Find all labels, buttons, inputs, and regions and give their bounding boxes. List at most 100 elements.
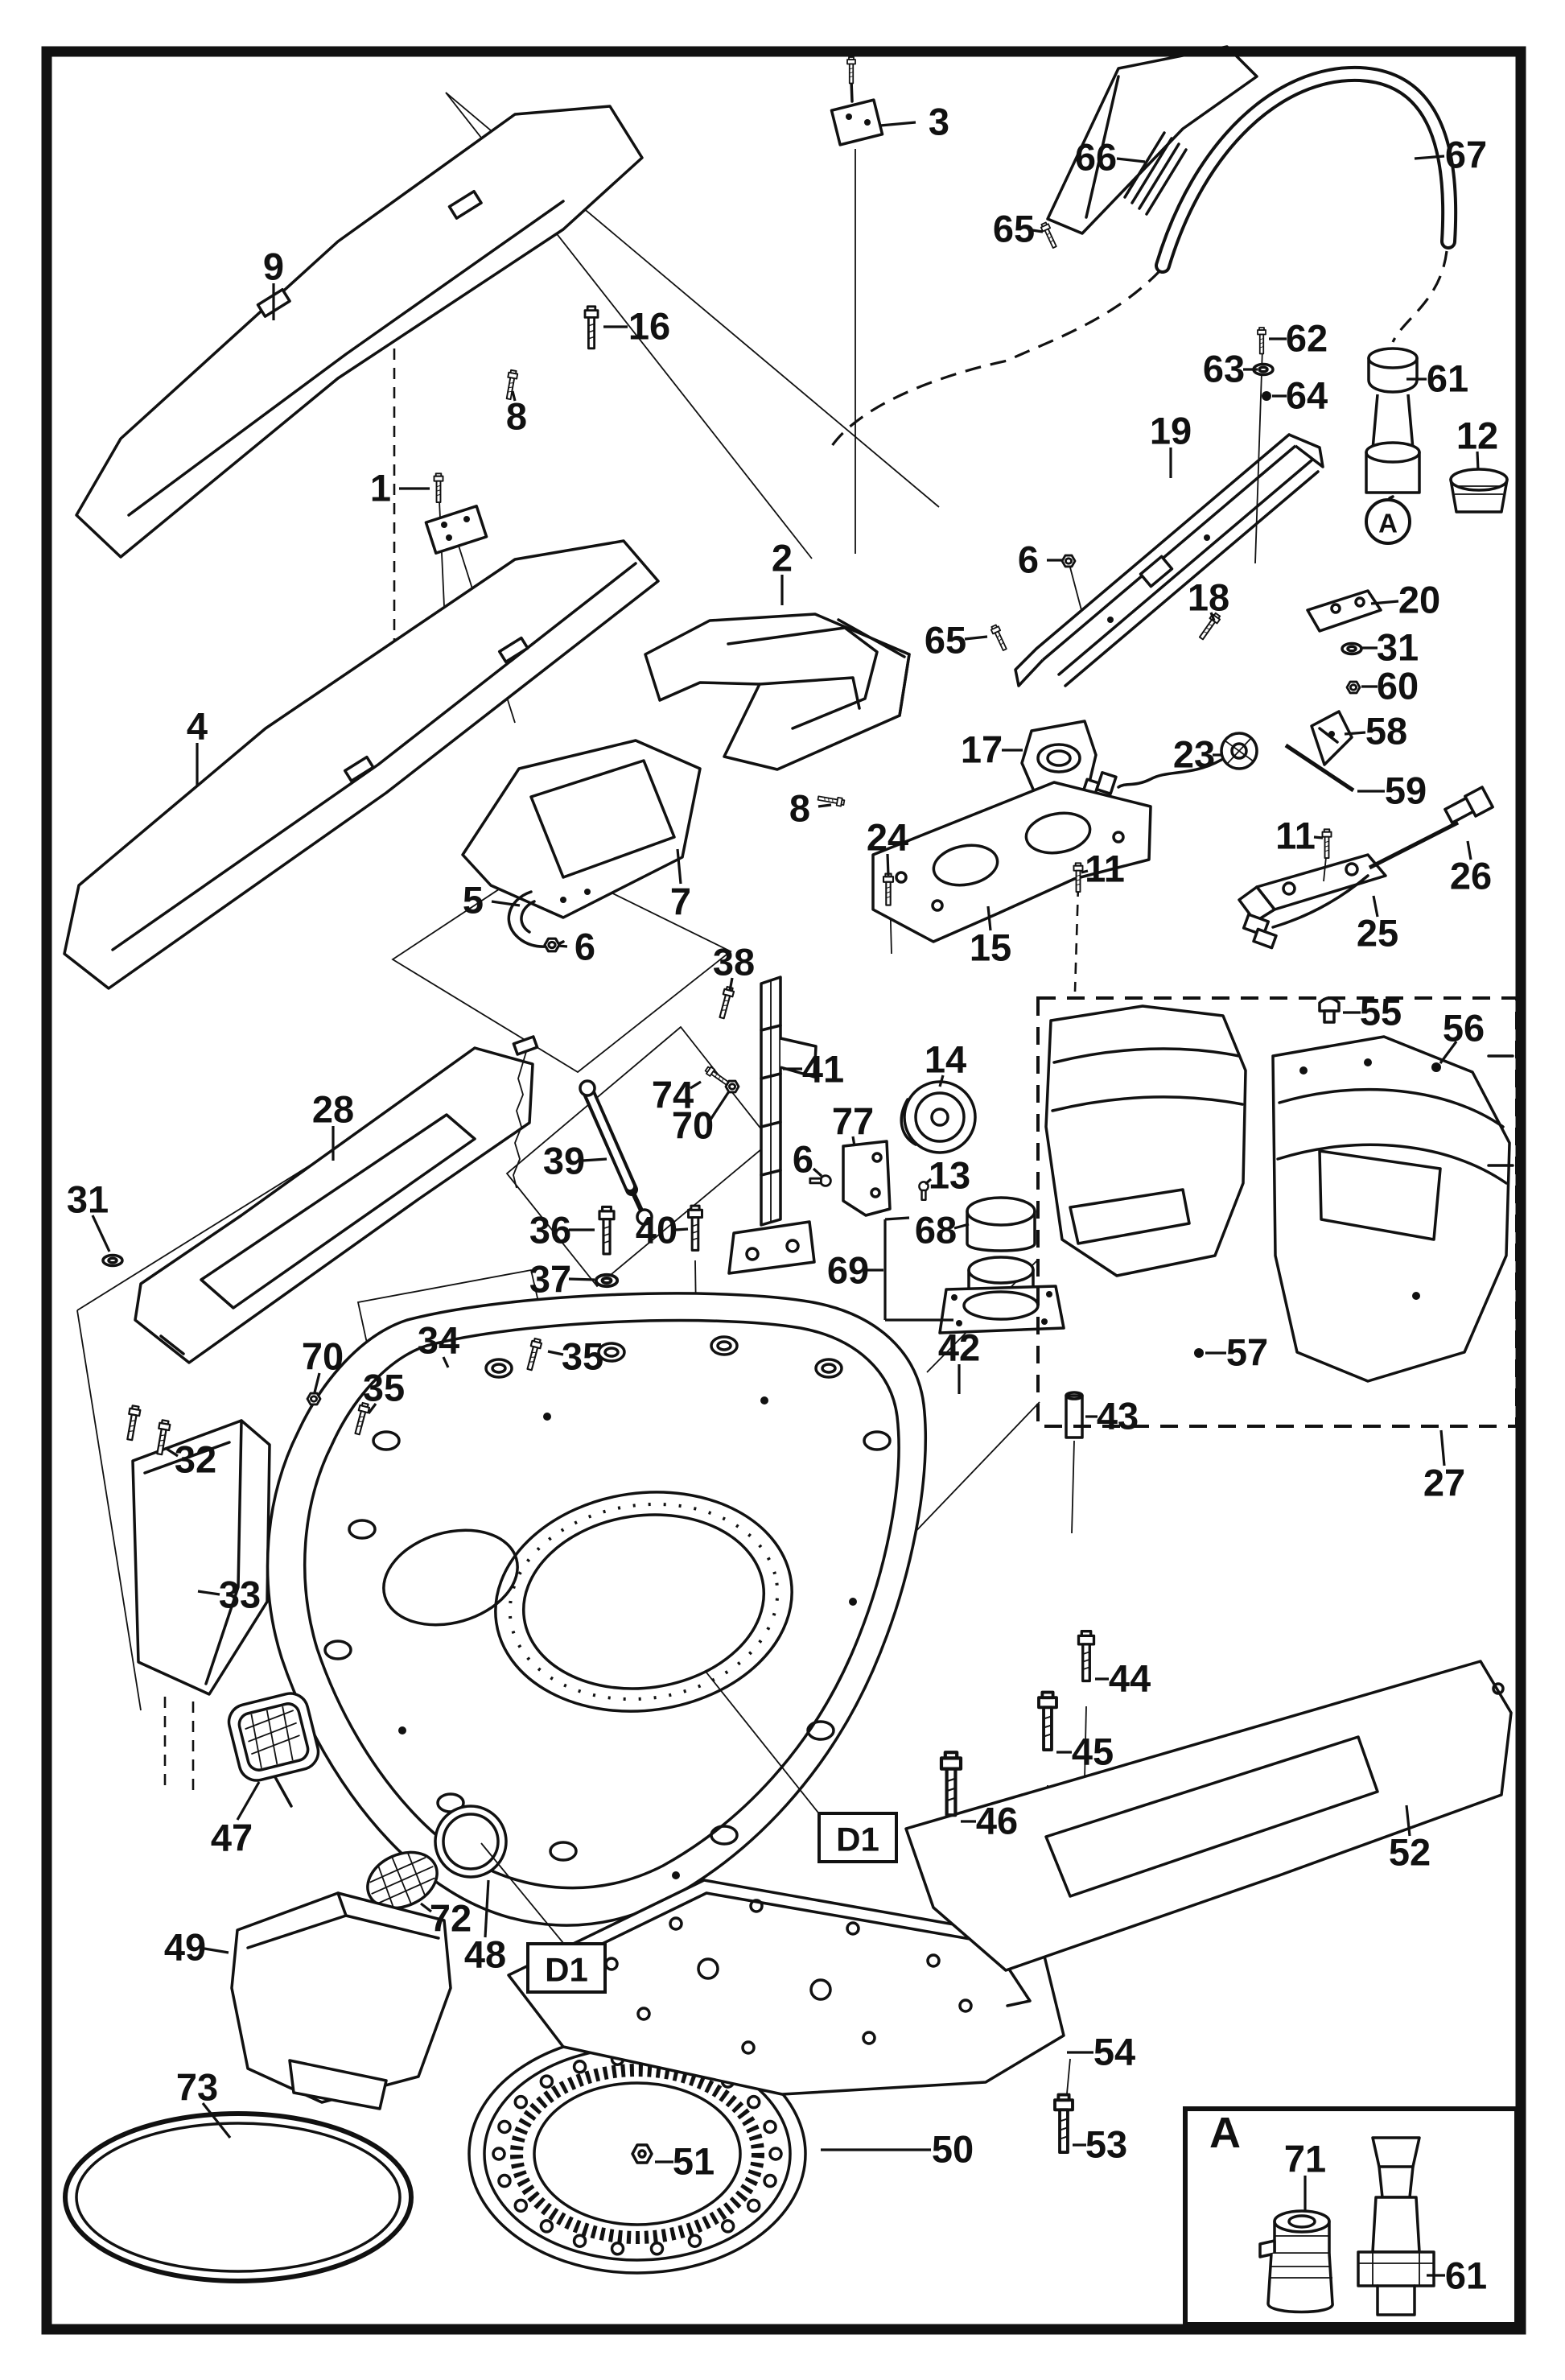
part-61-inset-antenna	[1357, 2136, 1435, 2316]
callout-label-11: 11	[1275, 815, 1316, 857]
callout-label-45: 45	[1072, 1730, 1114, 1773]
hatch-strip	[1123, 131, 1188, 216]
callout-label-42: 42	[938, 1326, 980, 1369]
callout-50: 50	[821, 2128, 974, 2171]
part-27-fender-left	[1044, 1004, 1247, 1277]
callout-label-35: 35	[562, 1335, 603, 1378]
callout-31: 31	[67, 1178, 111, 1252]
callout-label-71: 71	[1284, 2138, 1326, 2180]
callout-35: 35	[363, 1367, 405, 1414]
part-2-rear-cover	[644, 613, 911, 771]
svg-text:D1: D1	[836, 1821, 879, 1858]
callout-71: 71	[1284, 2138, 1326, 2211]
callout-label-61: 61	[1445, 2254, 1487, 2297]
callout-43: 43	[1085, 1395, 1139, 1437]
callout-label-15: 15	[970, 926, 1011, 969]
part-61-antenna	[1365, 347, 1421, 500]
callout-label-26: 26	[1450, 855, 1492, 897]
callout-60: 60	[1361, 665, 1419, 707]
callout-36: 36	[529, 1209, 595, 1252]
callout-39: 39	[543, 1140, 607, 1182]
part-7-tray	[461, 739, 702, 919]
callout-label-8: 8	[789, 787, 810, 830]
part-19-frame-arms	[1014, 433, 1324, 687]
callout-11: 11	[1275, 815, 1324, 857]
callout-23: 23	[1173, 733, 1223, 776]
callout-label-19: 19	[1150, 410, 1192, 452]
callout-61: 61	[1427, 2254, 1487, 2297]
callout-52: 52	[1389, 1805, 1431, 1874]
detail-circle-A: A	[1365, 498, 1411, 545]
svg-text:A: A	[1378, 509, 1398, 538]
part-39-gas-strut	[579, 1079, 653, 1226]
callout-65: 65	[993, 208, 1044, 250]
callout-18: 18	[1188, 576, 1229, 621]
callout-16: 16	[603, 305, 670, 348]
callout-label-31: 31	[67, 1178, 109, 1221]
svg-text:D1: D1	[545, 1951, 588, 1989]
callout-label-37: 37	[529, 1258, 571, 1301]
callout-label-31: 31	[1377, 626, 1419, 669]
callout-label-63: 63	[1203, 348, 1245, 390]
callout-label-18: 18	[1188, 576, 1229, 619]
callout-label-46: 46	[976, 1800, 1018, 1842]
callout-17: 17	[961, 728, 1023, 771]
callout-label-60: 60	[1377, 665, 1419, 707]
callout-13: 13	[924, 1154, 970, 1197]
part-68-69-sleeves	[883, 1196, 1065, 1334]
callout-37: 37	[529, 1258, 595, 1301]
callout-38: 38	[713, 941, 755, 992]
callout-label-61: 61	[1427, 357, 1468, 400]
callout-label-14: 14	[925, 1038, 966, 1081]
part-42-chassis	[266, 1292, 928, 1927]
callout-67: 67	[1414, 134, 1487, 176]
svg-text:A: A	[1209, 2109, 1241, 2157]
part-59-rod	[1284, 743, 1355, 793]
callout-label-7: 7	[670, 881, 691, 923]
callout-label-70: 70	[302, 1335, 344, 1378]
callout-label-55: 55	[1360, 991, 1402, 1033]
callout-35: 35	[547, 1335, 603, 1378]
callout-51: 51	[655, 2140, 715, 2183]
callout-1: 1	[370, 467, 430, 509]
callout-label-3: 3	[929, 101, 949, 143]
callout-label-33: 33	[219, 1574, 261, 1616]
callout-70: 70	[302, 1335, 344, 1393]
callout-label-38: 38	[713, 941, 755, 984]
callout-62: 62	[1269, 317, 1328, 360]
callout-label-64: 64	[1286, 374, 1328, 417]
callout-33: 33	[197, 1574, 261, 1616]
callout-74: 74	[652, 1074, 702, 1116]
callout-57: 57	[1205, 1331, 1268, 1374]
callout-label-67: 67	[1445, 134, 1487, 176]
callout-label-23: 23	[1173, 733, 1215, 776]
part-15-support-plate	[871, 781, 1152, 943]
dashed-group-box	[1036, 996, 1518, 1428]
callout-72: 72	[420, 1897, 472, 1940]
callout-label-6: 6	[793, 1138, 813, 1181]
callout-label-43: 43	[1097, 1395, 1139, 1437]
callout-53: 53	[1073, 2123, 1127, 2166]
part-25-bracket-26-cable	[1238, 786, 1494, 950]
callout-8: 8	[789, 787, 832, 830]
part-14-speaker	[900, 1080, 977, 1154]
callout-45: 45	[1056, 1730, 1114, 1773]
part-43-spacer	[1065, 1391, 1084, 1439]
callout-label-40: 40	[636, 1209, 677, 1252]
callout-label-9: 9	[263, 245, 284, 288]
callout-54: 54	[1067, 2031, 1135, 2073]
part-49-bin-cover	[230, 1891, 452, 2110]
callout-48: 48	[464, 1879, 506, 1976]
callout-label-16: 16	[628, 305, 670, 348]
callout-label-70: 70	[672, 1104, 714, 1147]
detail-box-D1-1: D1	[706, 1672, 898, 1863]
callout-label-58: 58	[1365, 710, 1407, 753]
part-58-plate	[1310, 710, 1353, 766]
callout-42: 42	[938, 1326, 980, 1394]
callout-11: 11	[1081, 848, 1125, 890]
part-52-side-skirt	[904, 1660, 1513, 2007]
callout-9: 9	[263, 245, 284, 320]
callout-7: 7	[670, 848, 691, 923]
